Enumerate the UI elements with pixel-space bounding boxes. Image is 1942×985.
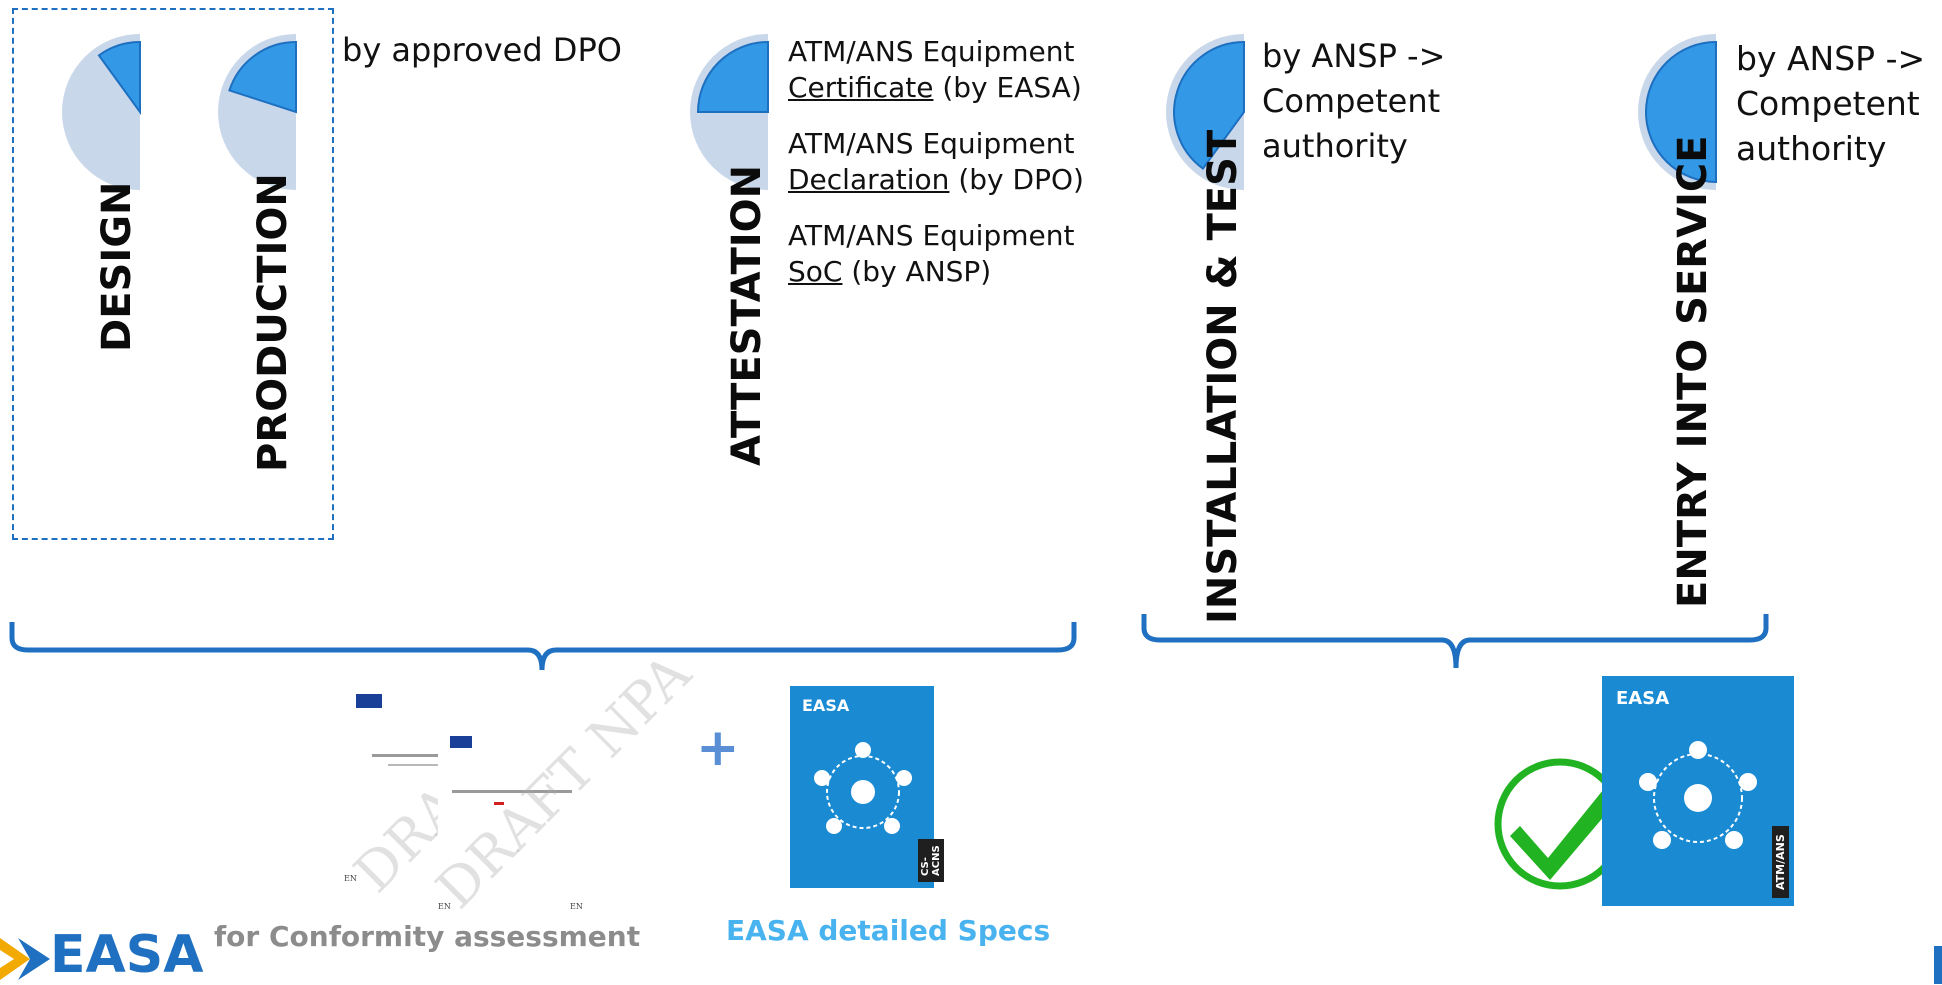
attestation-note-soc: ATM/ANS Equipment SoC (by ANSP) [788,218,1074,290]
attestation-note-underlined: Certificate [788,71,934,104]
service-note-line3: authority [1736,129,1887,168]
production-note: by approved DPO [342,31,622,69]
easa-logo-chevron-icon [0,938,50,980]
cover-brand: EASA [802,696,850,715]
doc-heading-line [388,764,468,766]
service-note-line2: Competent [1736,84,1920,123]
conformity-caption: for Conformity assessment [214,920,641,953]
production-pie-fill [228,40,297,114]
doc-marker-red [494,802,504,805]
draft-documents-image: DRAFT EN DRAFT NPA EN EN [332,642,703,921]
page-corner-marker [1934,946,1942,984]
doc-footer-en: EN [570,902,583,911]
installation-note-line2: Competent [1262,82,1441,120]
installation-pie-icon [1166,34,1245,190]
draft-document-page-2: DRAFT NPA EN EN [424,642,703,921]
atm-ans-cover-image: EASA ATM/ANS [1602,676,1794,906]
service-pie-icon [1638,34,1717,190]
attestation-note-suffix: (by DPO) [949,163,1084,196]
doc-heading-line [452,790,572,793]
attestation-note-line: Certificate (by EASA) [788,70,1082,106]
eu-flag-icon [450,736,472,748]
easa-logo: EASA [0,926,203,984]
doc-footer-en: EN [344,874,357,883]
attestation-note-suffix: (by ANSP) [842,255,992,288]
service-note: by ANSP -> Competent authority [1736,36,1925,171]
attestation-note-underlined: SoC [788,255,843,288]
design-pie-icon [62,34,141,190]
specs-caption: EASA detailed Specs [726,914,1051,947]
bracket-right [1141,614,1769,669]
stage-label-attestation: ATTESTATION [724,164,770,466]
attestation-note-certificate: ATM/ANS Equipment Certificate (by EASA) [788,34,1082,106]
plus-sign: + [696,718,740,778]
stage-label-installation: INSTALLATION & TEST [1200,129,1246,624]
installation-note-line3: authority [1262,127,1408,165]
installation-note: by ANSP -> Competent authority [1262,34,1445,169]
atm-network-icon [1639,741,1757,849]
service-note-line1: by ANSP -> [1736,39,1926,78]
checkmark-icon [1494,758,1628,890]
attestation-note-prefix: ATM/ANS Equipment [788,219,1075,252]
cover-brand: EASA [1616,688,1670,709]
attestation-pie-icon [690,34,769,190]
installation-pie-fill [1173,40,1245,170]
service-pie-fill [1645,40,1717,184]
atm-network-icon [814,742,912,834]
doc-footer-en: EN [438,902,451,911]
easa-logo-text: EASA [50,925,204,985]
design-production-group-box [12,8,334,540]
attestation-note-line: SoC (by ANSP) [788,254,1074,290]
design-pie-fill [97,40,141,116]
doc-heading-line [372,754,482,757]
attestation-note-line: Declaration (by DPO) [788,162,1084,198]
production-pie-icon [218,34,297,190]
stage-label-design: DESIGN [94,181,140,352]
cs-acns-cover-image: EASA CS-ACNS [790,686,944,888]
attestation-note-suffix: (by EASA) [933,71,1082,104]
cover-spine-label: ATM/ANS [1772,826,1789,898]
eu-flag-icon [356,694,382,708]
stage-label-production: PRODUCTION [250,173,296,472]
bracket-left [9,622,1077,671]
attestation-note-prefix: ATM/ANS Equipment [788,127,1075,160]
attestation-pie-fill [696,40,769,113]
stage-label-service: ENTRY INTO SERVICE [1670,135,1716,608]
attestation-note-declaration: ATM/ANS Equipment Declaration (by DPO) [788,126,1084,198]
attestation-note-underlined: Declaration [788,163,950,196]
cover-spine-label: CS-ACNS [918,839,944,882]
attestation-note-prefix: ATM/ANS Equipment [788,35,1075,68]
installation-note-line1: by ANSP -> [1262,37,1446,75]
